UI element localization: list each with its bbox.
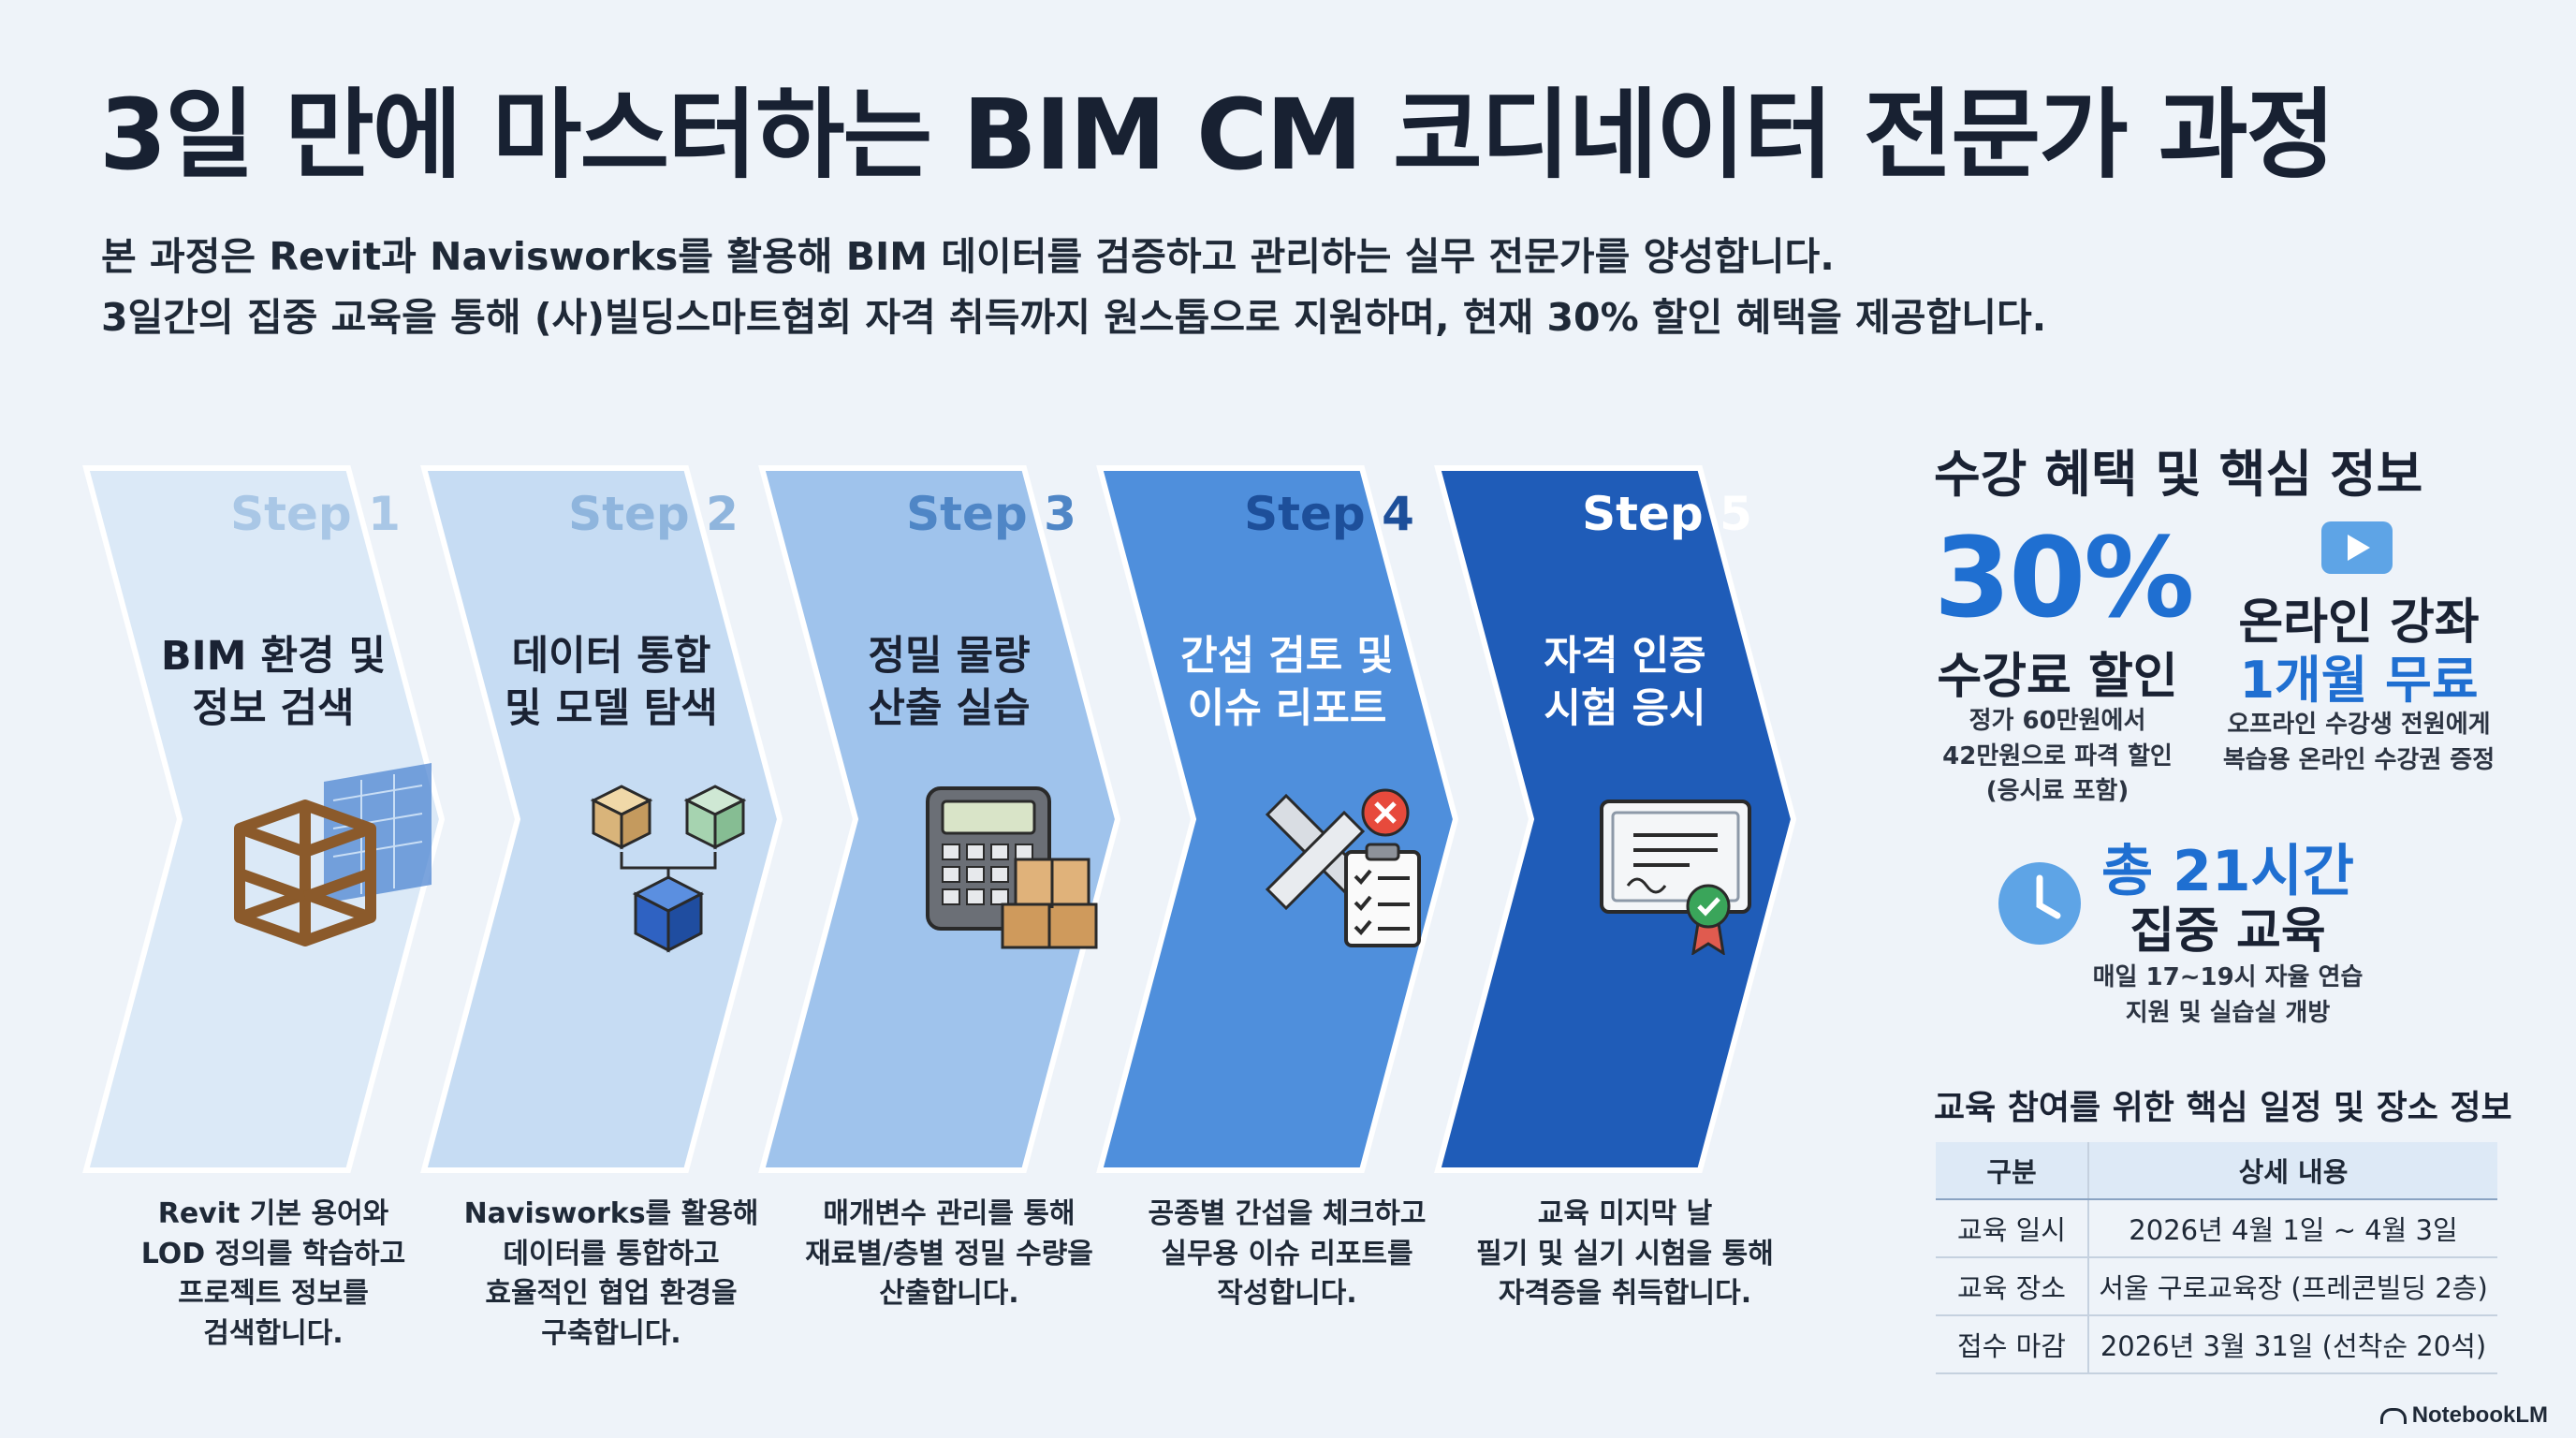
online-course-free: 1개월 무료 (2239, 651, 2479, 710)
notebooklm-logo-icon (2379, 1408, 2407, 1425)
step-label-1: Step 1 (230, 487, 401, 541)
step-label-5: Step 5 (1582, 487, 1752, 541)
schedule-table: 구분 상세 내용 교육 일시 2026년 4월 1일 ~ 4월 3일 교육 장소… (1936, 1142, 2497, 1374)
step-label-2: Step 2 (568, 487, 739, 541)
schedule-title: 교육 참여를 위한 핵심 일정 및 장소 정보 (1934, 1089, 2512, 1127)
online-course-desc: 오프라인 수강생 전원에게 복습용 온라인 수강권 증정 (2222, 711, 2496, 774)
step-label-4: Step 4 (1244, 487, 1414, 541)
hours-desc: 매일 17~19시 자율 연습 지원 및 실습실 개방 (2092, 963, 2364, 1027)
play-video-icon (2321, 521, 2393, 574)
brand-watermark: NotebookLM (2379, 1402, 2548, 1429)
online-course-title: 온라인 강좌 (2238, 594, 2480, 651)
table-header-row: 구분 상세 내용 (1936, 1142, 2497, 1200)
table-header: 상세 내용 (2088, 1142, 2497, 1200)
intro-line-2: 3일간의 집중 교육을 통해 (사)빌딩스마트협회 자격 취득까지 원스톱으로 … (101, 295, 2047, 340)
cube-merge-icon (590, 785, 747, 953)
discount-title: 수강료 할인 (1937, 649, 2178, 705)
page-title: 3일 만에 마스터하는 BIM CM 코디네이터 전문가 과정 (99, 78, 2335, 192)
table-row: 접수 마감 2026년 3월 31일 (선착순 20석) (1936, 1315, 2497, 1374)
clash-checklist-icon (1265, 788, 1421, 947)
calculator-boxes-icon (926, 786, 1098, 949)
total-hours: 총 21시간 (2101, 839, 2354, 904)
building-frame-blueprint-icon (234, 763, 432, 946)
table-cell: 교육 일시 (1936, 1199, 2089, 1258)
discount-desc: 정가 60만원에서 42만원으로 파격 할인 (응시료 포함) (1942, 707, 2173, 806)
table-header: 구분 (1936, 1142, 2089, 1200)
benefits-heading: 수강 혜택 및 핵심 정보 (1934, 445, 2423, 504)
table-cell: 교육 장소 (1936, 1257, 2089, 1316)
clock-icon (1998, 862, 2081, 945)
certificate-icon (1600, 800, 1751, 955)
table-row: 교육 장소 서울 구로교육장 (프레콘빌딩 2층) (1936, 1257, 2497, 1316)
table-row: 교육 일시 2026년 4월 1일 ~ 4월 3일 (1936, 1199, 2497, 1258)
intro-line-1: 본 과정은 Revit과 Navisworks를 활용해 BIM 데이터를 검증… (101, 234, 1835, 279)
table-cell: 2026년 3월 31일 (선착순 20석) (2088, 1315, 2497, 1374)
table-cell: 접수 마감 (1936, 1315, 2089, 1374)
intensive-training: 집중 교육 (2130, 903, 2326, 960)
table-cell: 서울 구로교육장 (프레콘빌딩 2층) (2088, 1257, 2497, 1316)
step-label-3: Step 3 (906, 487, 1076, 541)
table-cell: 2026년 4월 1일 ~ 4월 3일 (2088, 1199, 2497, 1258)
discount-percent: 30% (1934, 513, 2194, 642)
